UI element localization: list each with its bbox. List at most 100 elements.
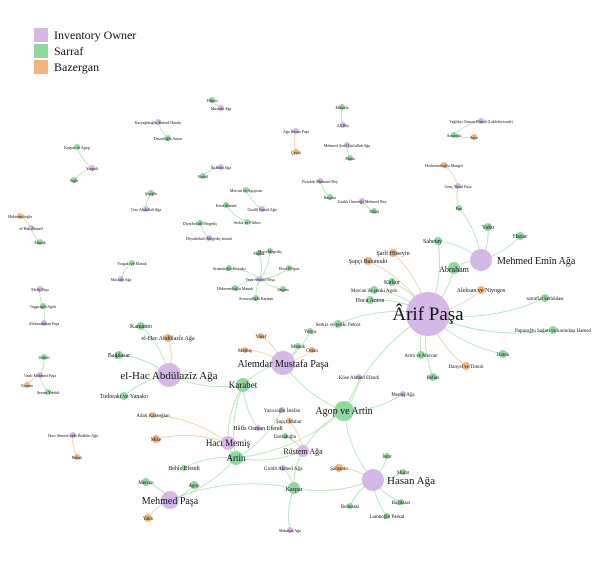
node-elhacabd[interactable]: [164, 334, 172, 342]
node-manuk2[interactable]: [37, 239, 43, 245]
node-todoraki[interactable]: [120, 392, 128, 400]
node-manu[interactable]: [347, 155, 353, 161]
node-arif[interactable]: [406, 292, 450, 336]
node-ostan[interactable]: [309, 347, 315, 353]
node-ibrahimaga[interactable]: [218, 164, 224, 170]
node-sapcimahur[interactable]: [286, 418, 292, 424]
node-giridlismail[interactable]: [259, 206, 265, 212]
node-kamanto[interactable]: [137, 322, 145, 330]
node-mercanagopcan[interactable]: [243, 187, 249, 193]
node-mihal[interactable]: [371, 208, 377, 214]
node-yorgaki[interactable]: [129, 260, 135, 266]
node-sapcibalmuki[interactable]: [364, 257, 372, 265]
node-azizoglu[interactable]: [451, 132, 457, 138]
node-artin[interactable]: [229, 451, 243, 465]
node-aleksan[interactable]: [477, 286, 485, 294]
node-bagdasar1[interactable]: [115, 351, 123, 359]
node-hacimemis[interactable]: [221, 436, 235, 450]
node-yako2[interactable]: [144, 514, 152, 522]
node-melis[interactable]: [37, 286, 43, 292]
node-sisoglu[interactable]: [148, 190, 154, 196]
node-sabetay[interactable]: [434, 237, 442, 245]
node-mehmedpasa[interactable]: [161, 491, 179, 509]
node-giridli[interactable]: [280, 465, 286, 471]
node-mike[interactable]: [152, 435, 160, 443]
node-memis[interactable]: [242, 347, 248, 353]
node-memisaga2[interactable]: [400, 391, 406, 397]
node-yorgu[interactable]: [307, 328, 313, 334]
node-unkuli[interactable]: [41, 354, 47, 360]
node-serkiz[interactable]: [334, 320, 342, 328]
node-avram[interactable]: [45, 389, 51, 395]
node-koseahmed[interactable]: [356, 374, 362, 380]
node-yazicioglu[interactable]: [279, 407, 285, 413]
node-yagliki[interactable]: [478, 118, 484, 124]
node-agop[interactable]: [334, 401, 354, 421]
node-manuk1[interactable]: [295, 343, 301, 349]
node-murat[interactable]: [400, 469, 406, 475]
node-kaspar[interactable]: [288, 482, 300, 494]
node-artinmercan[interactable]: [417, 351, 425, 359]
node-sagir[interactable]: [71, 177, 77, 183]
node-abraham[interactable]: [448, 262, 460, 274]
node-pasi[interactable]: [456, 205, 462, 211]
node-lamkoglu[interactable]: [384, 513, 390, 519]
node-goncyusuf[interactable]: [455, 183, 461, 189]
node-danyel[interactable]: [462, 362, 470, 370]
node-mustafaaga2[interactable]: [118, 276, 124, 282]
node-istor[interactable]: [384, 453, 390, 459]
node-hidavendioglu[interactable]: [232, 285, 238, 291]
node-behicefendi[interactable]: [181, 465, 187, 471]
node-cavak[interactable]: [293, 149, 299, 155]
node-refael[interactable]: [429, 373, 437, 381]
node-mustafa[interactable]: [339, 104, 345, 110]
node-alemdar[interactable]: [271, 351, 295, 375]
node-rustem[interactable]: [297, 445, 309, 457]
node-arnaudoglu[interactable]: [226, 265, 232, 271]
node-uzakli[interactable]: [359, 198, 365, 204]
node-mahmudaga[interactable]: [287, 527, 293, 533]
node-serkizfilibos[interactable]: [244, 219, 250, 225]
node-agop2[interactable]: [190, 481, 198, 489]
node-papazoglu[interactable]: [549, 326, 557, 334]
node-karyagdi[interactable]: [155, 119, 161, 125]
node-manuk3[interactable]: [256, 250, 262, 256]
node-bohoraki[interactable]: [347, 503, 353, 509]
node-sarifhuseyin[interactable]: [389, 249, 397, 257]
node-mustafaaga1[interactable]: [218, 105, 224, 111]
node-hocafilipos[interactable]: [286, 265, 292, 271]
node-vanli[interactable]: [37, 372, 43, 378]
node-hasan[interactable]: [362, 469, 384, 491]
node-kuruahmed[interactable]: [223, 202, 229, 208]
node-yorguli[interactable]: [89, 165, 95, 171]
node-abdulaziz[interactable]: [157, 363, 181, 387]
node-babak[interactable]: [74, 454, 80, 460]
node-alibey[interactable]: [340, 122, 346, 128]
node-cizeabd[interactable]: [143, 206, 149, 212]
node-piriazade[interactable]: [317, 178, 323, 184]
node-vezirahmed[interactable]: [257, 276, 263, 282]
node-diyarbekirli2[interactable]: [206, 235, 212, 241]
node-kozma[interactable]: [24, 382, 30, 388]
node-hatok[interactable]: [499, 350, 507, 358]
node-hocaanton[interactable]: [366, 296, 374, 304]
node-rafail[interactable]: [200, 173, 206, 179]
node-hafizosman[interactable]: [255, 425, 261, 431]
node-saya[interactable]: [471, 134, 477, 140]
node-elhacahmed[interactable]: [28, 225, 34, 231]
node-sagum[interactable]: [280, 286, 286, 292]
node-kirkor[interactable]: [388, 278, 396, 286]
node-hacatur[interactable]: [327, 194, 333, 200]
node-mercanilesariki[interactable]: [370, 286, 378, 294]
node-hocamegedic[interactable]: [267, 248, 273, 254]
node-kasparagop[interactable]: [74, 144, 80, 150]
node-bagdasar2[interactable]: [398, 499, 404, 505]
node-diyarbekirli[interactable]: [197, 220, 203, 226]
node-yako1[interactable]: [484, 223, 492, 231]
node-tasgiraglu[interactable]: [40, 303, 46, 309]
node-arnavudoglu[interactable]: [253, 295, 259, 301]
node-yasef[interactable]: [258, 333, 264, 339]
node-adalikara[interactable]: [150, 412, 156, 418]
node-karabet[interactable]: [236, 378, 250, 392]
node-emin[interactable]: [470, 249, 492, 271]
